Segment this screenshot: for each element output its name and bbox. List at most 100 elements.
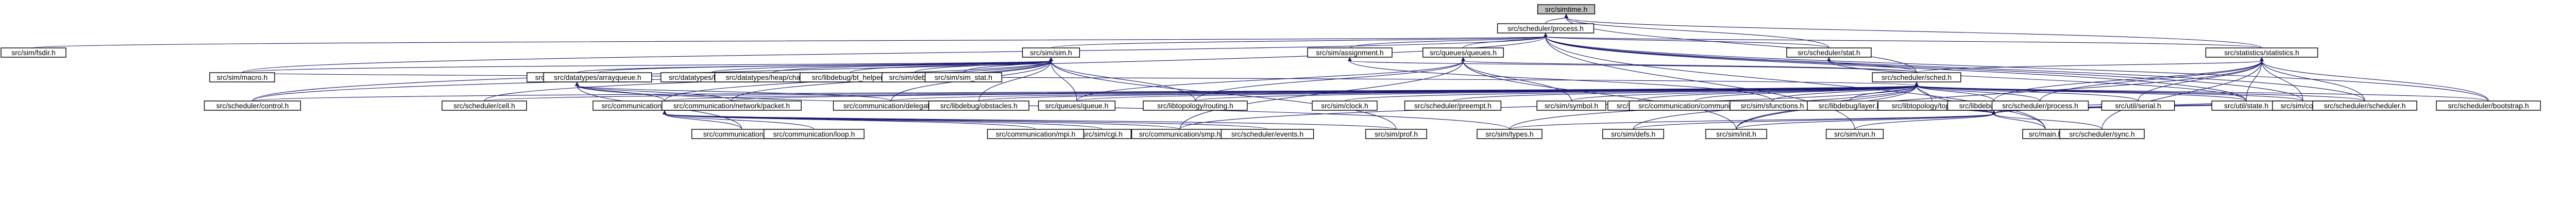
node-box (1825, 129, 1884, 139)
node-box (1307, 47, 1393, 58)
graph-node[interactable]: src/datatypes/arrayqueue.h (543, 72, 652, 82)
node-label: src/scheduler/scheduler.h (2324, 102, 2406, 110)
graph-node[interactable]: src/sim/init.h (1705, 129, 1767, 139)
dependency-edge (1050, 36, 1546, 48)
graph-node[interactable]: src/queues/queues.h (1422, 47, 1504, 58)
node-box (1872, 72, 1961, 82)
graph-node[interactable]: src/sim/fsdir.h (1, 47, 66, 58)
graph-node[interactable]: src/scheduler/cell.h (442, 100, 527, 111)
edge-arrowhead (2260, 57, 2264, 61)
dependency-edge (891, 85, 1917, 102)
graph-node[interactable]: src/queues/queue.h (1038, 100, 1116, 111)
graph-node[interactable]: src/sim/clock.h (1312, 100, 1378, 111)
node-label: src/communication/mpi.h (996, 130, 1076, 138)
node-box (543, 72, 652, 82)
node-label: src/queues/queues.h (1430, 48, 1497, 57)
graph-node[interactable]: src/scheduler/bootstrap.h (2436, 100, 2541, 111)
node-label: src/libdebug/layer.h (1819, 102, 1881, 110)
dependency-edge (33, 36, 1546, 48)
graph-node[interactable]: src/libdebug/layer.h (1807, 100, 1892, 111)
node-box (1143, 100, 1248, 111)
dependency-edge (1694, 85, 1917, 102)
graph-node[interactable]: src/sim/sim.h (1022, 47, 1080, 58)
dependency-edge (1633, 113, 1994, 130)
graph-node[interactable]: src/communication/communicator.h (1629, 100, 1761, 111)
edge-arrowhead (1049, 57, 1053, 61)
graph-node[interactable]: src/libdebug/obstacles.h (928, 100, 1029, 111)
dependency-edge (1916, 85, 2489, 102)
dependency-edge (1463, 60, 1917, 73)
node-box (1365, 129, 1427, 139)
dependency-edge (1854, 113, 1994, 130)
node-label: src/sim/clock.h (1321, 102, 1368, 110)
graph-node[interactable]: src/main.h (2022, 129, 2069, 139)
graph-node[interactable]: src/sim/assignment.h (1307, 47, 1393, 58)
graph-node[interactable]: src/util/serial.h (2101, 100, 2175, 111)
graph-node[interactable]: src/sim/defs.h (1602, 129, 1664, 139)
node-label: src/sim/macro.h (217, 73, 268, 81)
node-label: src/main.h (2029, 130, 2062, 138)
dependency-edge (1076, 60, 1464, 102)
edge-arrowhead (1348, 57, 1352, 61)
edge-arrowhead (1992, 110, 1996, 114)
node-label: src/sim/sim.h (1030, 48, 1072, 57)
graph-node[interactable]: src/communication/delegate.h (833, 100, 950, 111)
graph-node[interactable]: src/sim/prof.h (1365, 129, 1427, 139)
graph-node[interactable]: src/communication/network/packet.h (662, 100, 802, 111)
graph-node[interactable]: src/communication/mpi.h (987, 129, 1084, 139)
dependency-edge (1509, 113, 1994, 130)
dependency-edge (2261, 60, 2303, 102)
graph-node[interactable]: src/communication/loop.h (764, 129, 865, 139)
graph-node[interactable]: src/sim/types.h (1477, 129, 1543, 139)
node-box (764, 129, 865, 139)
dependency-edge (1545, 36, 2303, 102)
graph-node[interactable]: src/scheduler/preempt.h (1404, 100, 1502, 111)
dependency-edge (577, 85, 665, 102)
graph-edges (33, 14, 2489, 130)
node-label: src/statistics/statistics.h (2224, 48, 2299, 57)
graph-nodes: src/simtime.h src/scheduler/process.h src/… (1, 4, 2541, 139)
node-label: src/sim/assignment.h (1316, 48, 1383, 57)
graph-node[interactable]: src/communication/smp.h (1131, 129, 1229, 139)
graph-node[interactable]: src/scheduler/sync.h (2059, 129, 2145, 139)
graph-node[interactable]: src/sim/cgi.h (1073, 129, 1132, 139)
graph-node[interactable]: src/sim/macro.h (209, 72, 275, 82)
dependency-edge (1736, 113, 1994, 130)
graph-node[interactable]: src/sim/symbol.h (1536, 100, 1606, 111)
graph-node[interactable]: src/scheduler/process.h (1991, 100, 2089, 111)
edge-arrowhead (1461, 57, 1465, 61)
graph-node[interactable]: src/simtime.h (1537, 4, 1596, 14)
graph-node[interactable]: src/sim/sfunctions.h (1730, 100, 1815, 111)
graph-node[interactable]: src/scheduler/stat.h (1786, 47, 1872, 58)
dependency-edge (1736, 60, 2262, 130)
node-label: src/sim/fsdir.h (11, 48, 56, 57)
node-label: src/scheduler/stat.h (1798, 48, 1860, 57)
dependency-edge (664, 113, 815, 130)
node-label: src/communication/delegate.h (843, 102, 939, 110)
node-box (987, 129, 1084, 139)
graph-node[interactable]: src/scheduler/process.h (1497, 23, 1595, 33)
node-box (924, 72, 1003, 82)
node-label: src/scheduler/sync.h (2069, 130, 2135, 138)
graph-node[interactable]: src/scheduler/control.h (204, 100, 301, 111)
edge-arrowhead (1564, 14, 1568, 18)
graph-node[interactable]: src/statistics/statistics.h (2205, 47, 2318, 58)
node-box (442, 100, 527, 111)
dependency-edge (664, 113, 1397, 130)
graph-node[interactable]: src/scheduler/scheduler.h (2312, 100, 2417, 111)
node-label: src/communication/loop.h (773, 130, 855, 138)
graph-node[interactable]: src/sim/run.h (1825, 129, 1884, 139)
node-box (1705, 129, 1767, 139)
dependency-edge (1916, 60, 2262, 73)
graph-node[interactable]: src/scheduler/sched.h (1872, 72, 1961, 82)
graph-node[interactable]: src/util/state.h (2211, 100, 2281, 111)
graph-node[interactable]: src/libtopology/routing.h (1143, 100, 1248, 111)
graph-node[interactable]: src/scheduler/events.h (1221, 129, 1314, 139)
dependency-edge (978, 60, 1052, 102)
dependency-edge (664, 113, 1180, 130)
dependency-edge (1993, 113, 2103, 130)
node-label: src/datatypes/heap/channel.h (726, 73, 820, 81)
node-box (2101, 100, 2175, 111)
graph-node[interactable]: src/sim/sim_stat.h (924, 72, 1003, 82)
node-box (1477, 129, 1543, 139)
